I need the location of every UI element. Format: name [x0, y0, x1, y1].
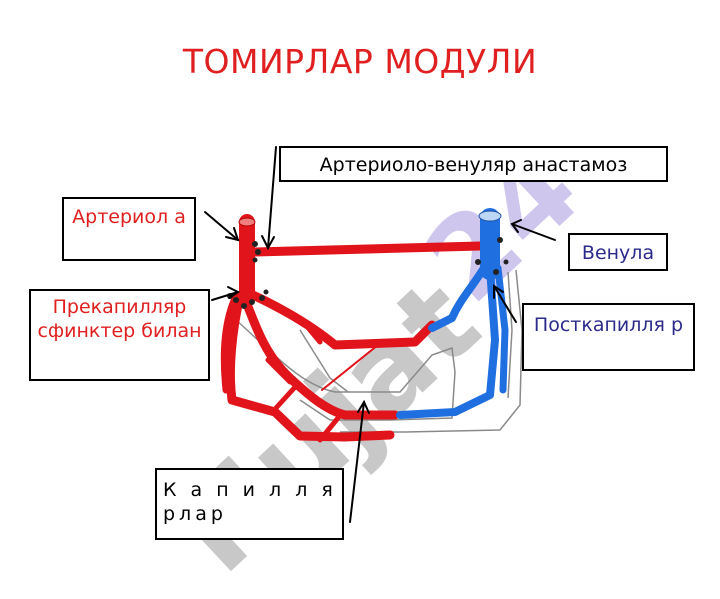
- vessel-module-diagram: [204, 146, 556, 523]
- label-postcapillary: Посткапилля р: [522, 303, 695, 371]
- slide: Hujat 24 ТОМИРЛАР МОДУЛИ: [29, 42, 695, 599]
- venule-top: [478, 210, 502, 222]
- venous-vessels: [396, 208, 509, 419]
- arterial-branch-d: [220, 292, 240, 394]
- pointer-arrows: [204, 146, 556, 523]
- capillary-cross-4: [317, 415, 341, 443]
- label-anastomosis: Артериоло-венуляр анастамоз: [279, 146, 668, 182]
- arteriole-top: [238, 217, 256, 227]
- venous-branch-a: [428, 264, 488, 332]
- venous-branch-c: [494, 264, 509, 394]
- arterial-vessels: [220, 214, 485, 443]
- arrow-arteriole: [204, 211, 239, 241]
- label-precapillary: Прекапилляр сфинктер билан: [29, 289, 210, 381]
- arrow-anastomosis: [267, 146, 277, 249]
- arrow-capillaries: [349, 401, 365, 523]
- arrow-precapillary: [211, 291, 239, 301]
- anastomosis-vessel: [250, 241, 485, 257]
- arrow-postcapillary: [493, 285, 517, 323]
- capillary-cross-1: [297, 315, 323, 345]
- capillary-cross-3: [273, 383, 299, 411]
- arterial-branch-c: [225, 291, 395, 442]
- venous-branch-b: [396, 264, 499, 419]
- arrow-venule: [511, 223, 556, 241]
- label-venule: Венула: [568, 233, 668, 271]
- label-capillaries: К а п и л л я рлар: [155, 468, 344, 540]
- arterial-branch-a: [241, 287, 437, 350]
- capillary-thin: [321, 344, 379, 391]
- label-arteriole: Артериол а: [62, 197, 196, 261]
- page-title: ТОМИРЛАР МОДУЛИ: [182, 42, 538, 81]
- capillary-cross-2: [265, 357, 293, 385]
- arterial-branch-b: [239, 291, 400, 420]
